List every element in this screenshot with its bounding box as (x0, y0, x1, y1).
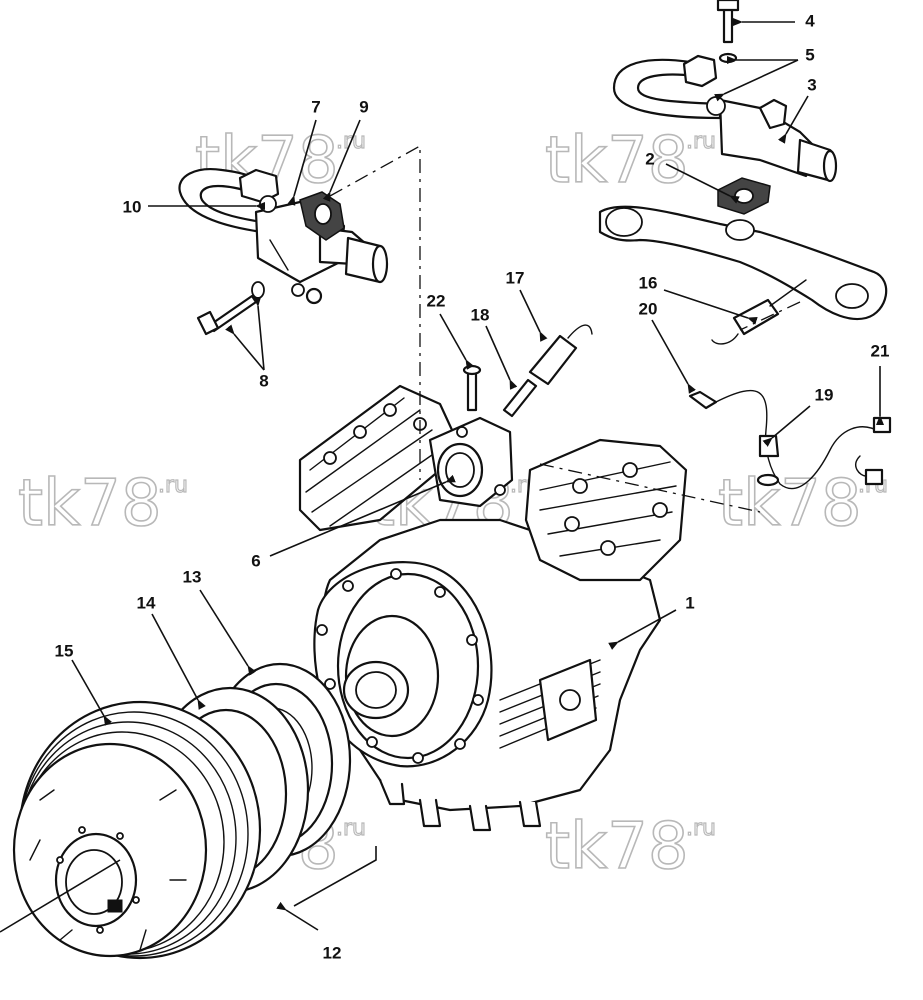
right-cylinder-head (524, 438, 688, 582)
callout-labels: 4 5 3 2 16 20 19 21 17 18 22 7 9 10 8 6 … (55, 11, 890, 962)
alignment-lines (329, 144, 801, 513)
callout-15: 15 (55, 641, 74, 660)
callout-7: 7 (311, 97, 320, 116)
callout-1: 1 (685, 593, 694, 612)
right-fitting-assembly (598, 0, 888, 321)
callout-6: 6 (251, 551, 260, 570)
sensors-and-harness (502, 279, 892, 490)
callout-19: 19 (815, 385, 834, 404)
watermark-text: tk78 (718, 467, 862, 541)
watermark: tk78 .ru (544, 809, 716, 885)
watermark-text: tk78 (545, 810, 689, 884)
pulley-15 (12, 700, 262, 960)
watermark-text: tk78 (18, 467, 162, 541)
callout-17: 17 (506, 268, 525, 287)
callout-10: 10 (123, 197, 142, 216)
watermark: tk78 .ru (717, 466, 888, 542)
watermark: tk78 .ru (544, 123, 716, 199)
service-port-block (428, 364, 514, 508)
callout-9: 9 (359, 97, 368, 116)
watermark-suffix: .ru (686, 129, 716, 154)
watermark-suffix: .ru (336, 816, 366, 841)
compressor-body (313, 518, 662, 832)
callout-18: 18 (471, 305, 490, 324)
callout-22: 22 (427, 291, 446, 310)
watermark-suffix: .ru (686, 816, 716, 841)
callout-16: 16 (639, 273, 658, 292)
callout-4: 4 (805, 11, 815, 30)
callout-3: 3 (807, 75, 816, 94)
callout-2: 2 (645, 149, 654, 168)
callout-13: 13 (183, 567, 202, 586)
callout-8: 8 (259, 371, 268, 390)
callout-12: 12 (323, 943, 342, 962)
leader-lines (0, 18, 884, 933)
watermark-suffix: .ru (158, 473, 188, 498)
callout-20: 20 (639, 299, 658, 318)
left-fitting-assembly (178, 168, 389, 305)
callout-14: 14 (137, 593, 156, 612)
callout-5: 5 (805, 45, 814, 64)
watermark: tk78 .ru (17, 466, 188, 542)
callout-21: 21 (871, 341, 890, 360)
bolt-8-part (196, 281, 265, 336)
watermark-text: tk78 (545, 124, 689, 198)
